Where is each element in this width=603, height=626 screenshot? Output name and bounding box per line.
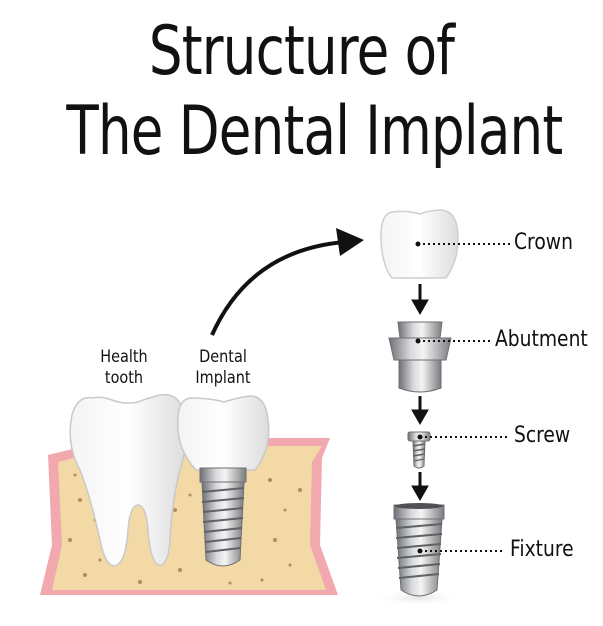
fixture-part <box>371 503 467 606</box>
caption-dental-implant-line-2: Implant <box>195 368 251 388</box>
down-arrows <box>411 284 429 502</box>
label-fixture: Fixture <box>510 537 574 562</box>
page-title-line-1: Structure of <box>148 12 455 91</box>
label-crown: Crown <box>514 230 573 255</box>
page-title-line-2: The Dental Implant <box>66 92 563 171</box>
caption-health-tooth-line-2: tooth <box>104 368 144 388</box>
caption-health-tooth-line-1: Health <box>100 347 148 367</box>
healthy-tooth <box>69 393 187 567</box>
caption-dental-implant-line-1: Dental <box>199 347 247 367</box>
leader-lines <box>418 243 510 552</box>
leader-dots <box>415 241 423 554</box>
label-abutment: Abutment <box>495 327 588 352</box>
label-screw: Screw <box>514 423 571 448</box>
screw-part <box>407 431 431 469</box>
implant-in-jaw <box>177 395 270 567</box>
abutment-part <box>388 321 452 393</box>
arrow-head-icon <box>336 228 364 256</box>
curved-arrow <box>210 240 346 336</box>
